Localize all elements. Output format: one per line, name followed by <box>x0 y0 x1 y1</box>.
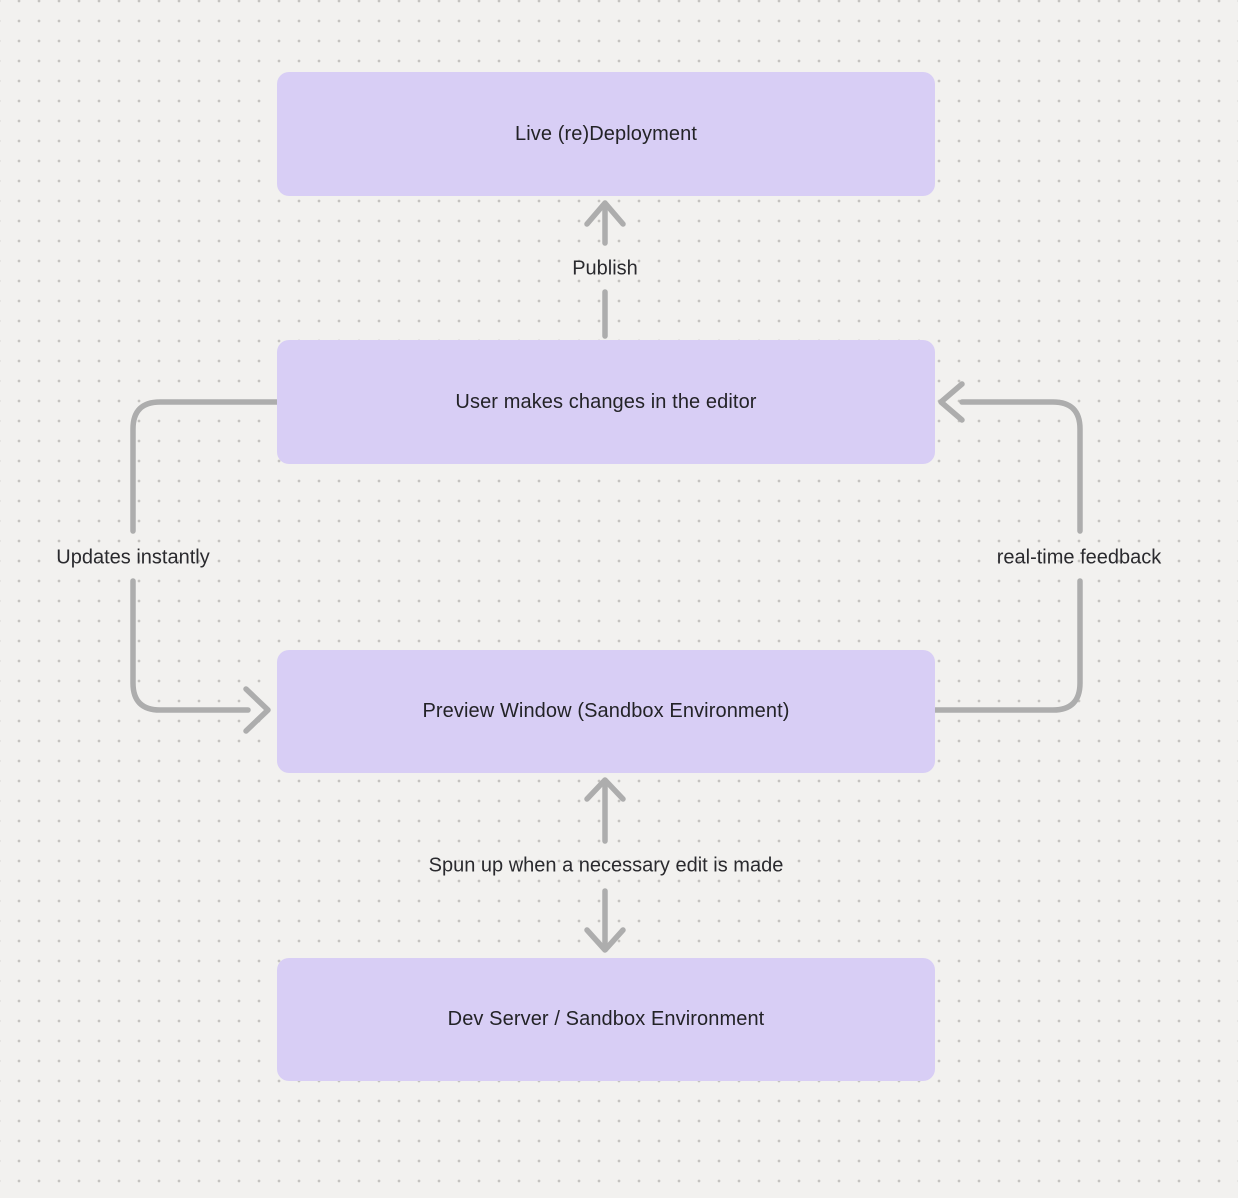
arrowhead-down-icon <box>584 927 626 953</box>
node-live-redeployment[interactable]: Live (re)Deployment <box>277 72 935 196</box>
node-label: Dev Server / Sandbox Environment <box>447 1008 765 1030</box>
node-label: User makes changes in the editor <box>455 390 757 413</box>
edge-updates-instantly-arrow[interactable] <box>130 399 280 734</box>
node-label: Live (re)Deployment <box>515 122 697 145</box>
arrowhead-up-icon <box>584 777 626 802</box>
arrowhead-up-icon <box>584 200 626 227</box>
node-preview-window[interactable]: Preview Window (Sandbox Environment) <box>277 650 935 773</box>
edge-realtime-feedback-arrow[interactable] <box>932 381 1083 713</box>
edge-updates-seg-lower <box>130 578 251 713</box>
node-user-editor[interactable]: User makes changes in the editor <box>277 340 935 464</box>
edge-label-updates-instantly: Updates instantly <box>56 546 210 569</box>
edge-publish-arrow[interactable] <box>584 200 626 339</box>
edge-label-publish: Publish <box>572 257 638 280</box>
edge-label-spun-up: Spun up when a necessary edit is made <box>428 854 784 877</box>
edge-label-realtime-feedback: real-time feedback <box>996 546 1162 569</box>
node-dev-server[interactable]: Dev Server / Sandbox Environment <box>277 958 935 1081</box>
arrowhead-left-icon <box>938 381 965 423</box>
edge-spun-up-arrow[interactable] <box>584 777 626 953</box>
node-label: Preview Window (Sandbox Environment) <box>422 700 790 722</box>
edge-realtime-seg-upper <box>959 399 1083 534</box>
edge-realtime-seg-lower <box>932 578 1083 713</box>
edge-updates-seg-upper <box>130 399 280 534</box>
arrowhead-right-icon <box>243 686 271 734</box>
